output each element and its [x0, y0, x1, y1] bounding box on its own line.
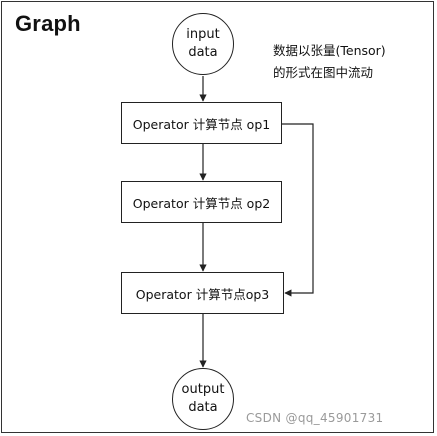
tensor-flow-note: 数据以张量(Tensor) 的形式在图中流动 [273, 40, 386, 84]
output-data-node: output data [172, 368, 234, 430]
csdn-watermark: CSDN @qq_45901731 [246, 411, 384, 425]
note-line-1: 数据以张量(Tensor) [273, 43, 386, 58]
graph-title: Graph [15, 11, 81, 36]
input-node-line-2: data [188, 45, 218, 60]
edge-op1-to-op3-bypass [282, 123, 314, 297]
output-node-line-1: output [181, 382, 225, 397]
note-line-2: 的形式在图中流动 [273, 65, 374, 80]
output-node-line-2: data [188, 400, 218, 415]
input-data-node: input data [172, 13, 234, 75]
operator-node-op3: Operator 计算节点op3 [121, 272, 284, 314]
input-node-line-1: input [186, 27, 220, 42]
operator-node-op2: Operator 计算节点 op2 [121, 181, 282, 223]
operator-node-op1: Operator 计算节点 op1 [121, 102, 282, 144]
